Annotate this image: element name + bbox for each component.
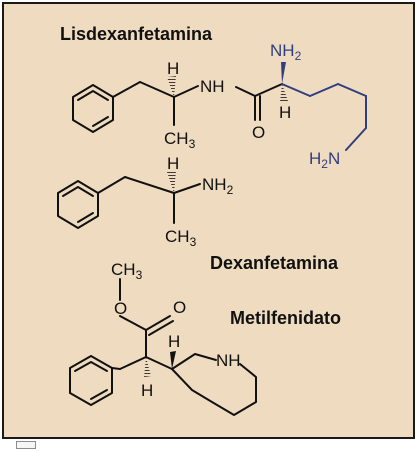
atom-o-ether: O — [114, 299, 127, 318]
benzene-ring — [72, 84, 114, 133]
benzene-inner-bond — [90, 389, 108, 400]
dexanfetamina-structure: H NH2 CH3 Dexanfetamina — [57, 154, 339, 273]
carbonyl-double-bond — [145, 315, 171, 331]
chemical-structures-diagram: Lisdexanfetamina H NH CH3 O NH2 H H2N — [57, 24, 367, 416]
atom-h: H — [168, 332, 180, 351]
lysine-chain-bond — [345, 127, 367, 151]
bond — [254, 83, 283, 97]
bond — [139, 81, 175, 98]
atom-nh: NH — [216, 351, 241, 370]
hashed-wedge-bond — [167, 76, 176, 97]
carbonyl-double-bond — [148, 320, 174, 336]
lysine-chain-bond — [281, 83, 311, 97]
hashed-wedge-bond — [144, 357, 151, 377]
atom-o-carbonyl: O — [173, 298, 186, 317]
bond — [173, 183, 201, 194]
bond — [124, 176, 175, 194]
atom-o: O — [252, 123, 265, 142]
metilfenidato-label: Metilfenidato — [230, 308, 341, 328]
hashed-wedge-bond — [167, 171, 176, 193]
bond — [112, 81, 141, 98]
bond — [97, 176, 126, 194]
enlarge-icon[interactable] — [16, 441, 36, 449]
diagram-panel: Lisdexanfetamina H NH CH3 O NH2 H H2N — [2, 2, 415, 439]
benzene-inner-bond — [77, 212, 94, 223]
atom-h: H — [167, 59, 179, 78]
atom-h: H — [167, 154, 179, 173]
benzene-inner-bond — [77, 90, 109, 101]
lysine-chain-bond — [337, 83, 367, 97]
benzene-ring — [69, 355, 113, 406]
atom-ch3: CH3 — [164, 129, 196, 151]
hashed-wedge-bond — [280, 84, 288, 102]
benzene-inner-bond — [92, 116, 109, 127]
atom-nh: NH — [200, 77, 225, 96]
atom-ch3: CH3 — [111, 260, 143, 282]
lisdexanfetamina-label: Lisdexanfetamina — [60, 24, 213, 44]
bond — [119, 356, 147, 370]
benzene-inner-bond — [74, 361, 108, 372]
wedge-bond — [281, 62, 286, 84]
bond — [235, 86, 256, 97]
atom-h: H — [141, 381, 153, 400]
atom-h: H — [279, 103, 291, 122]
metilfenidato-structure: Metilfenidato CH3 O O H NH H — [69, 260, 341, 416]
bond — [111, 367, 121, 370]
bond — [173, 85, 199, 98]
lisdexanfetamina-structure: Lisdexanfetamina H NH CH3 O NH2 H H2N — [60, 24, 367, 171]
dexanfetamina-label: Dexanfetamina — [210, 253, 339, 273]
atom-nh2: NH2 — [202, 175, 234, 197]
wedge-bond — [170, 351, 176, 369]
atom-nh2: NH2 — [270, 41, 302, 63]
benzene-inner-bond — [62, 186, 94, 197]
piperidine-ring — [171, 363, 257, 416]
bond — [145, 356, 173, 370]
bond — [119, 315, 147, 331]
lysine-chain-bond — [309, 83, 339, 97]
benzene-ring — [57, 180, 99, 229]
atom-ch3: CH3 — [165, 227, 197, 249]
atom-h2n: H2N — [309, 149, 340, 171]
piperidine-ring — [171, 353, 217, 370]
